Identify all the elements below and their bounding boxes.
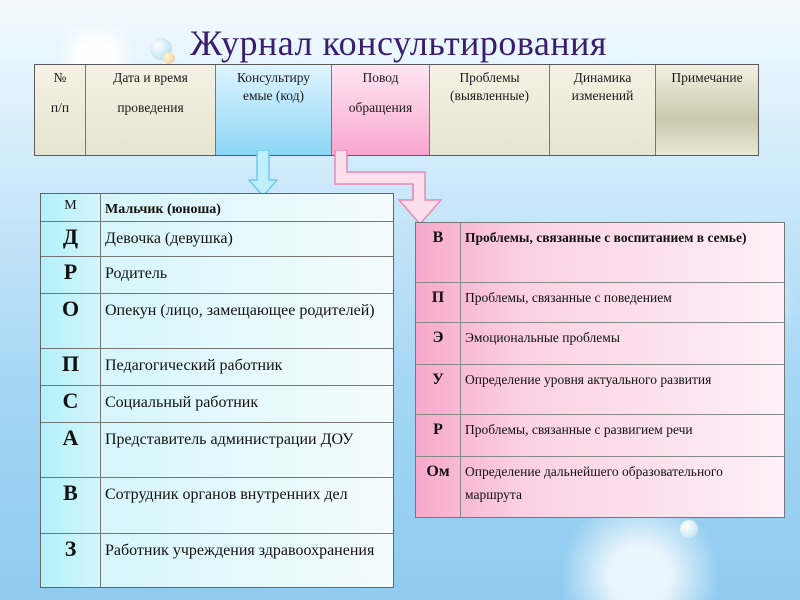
consultee-label: Девочка (девушка) (105, 230, 233, 247)
table-row: С Социальный работник (41, 386, 393, 423)
header-col-dynamics: Динамика изменений (550, 65, 656, 155)
page-title: Журнал консультирования (190, 23, 607, 63)
table-row: Э Эмоциональные проблемы (416, 323, 784, 365)
consultee-label: Опекун (лицо, замещающее родителей) (105, 302, 375, 319)
consultee-code: З (41, 534, 101, 587)
header-col-date: Дата и время проведения (86, 65, 216, 155)
problem-label: Проблемы, связанные с развигием речи (465, 422, 693, 437)
consultee-code: В (41, 478, 101, 533)
consultee-label: Представитель администрации ДОУ (105, 431, 354, 448)
journal-header-table: № п/п Дата и время проведения Консультир… (34, 64, 759, 156)
problem-label: Эмоциональные проблемы (465, 330, 620, 345)
problem-code: В (416, 223, 461, 282)
problem-label: Проблемы, связанные с воспитанием в семь… (465, 230, 747, 245)
consultee-label: Мальчик (юноша) (105, 202, 221, 217)
header-col-consultee: Консультиру емые (код) (216, 65, 332, 155)
problem-codes-table: В Проблемы, связанные с воспитанием в се… (415, 222, 785, 518)
consultee-code: С (41, 386, 101, 422)
header-col-cause: Повод обращения (332, 65, 430, 155)
problem-code: Э (416, 323, 461, 364)
table-row: П Педагогический работник (41, 349, 393, 386)
table-row: З Работник учреждения здравоохранения (41, 534, 393, 587)
table-row: М Мальчик (юноша) (41, 194, 393, 222)
consultee-code: А (41, 423, 101, 477)
consultee-label: Родитель (105, 265, 168, 282)
header-col-number: № п/п (35, 65, 86, 155)
decorative-bubble (163, 52, 175, 64)
table-row: Р Проблемы, связанные с развигием речи (416, 415, 784, 457)
consultee-code: П (41, 349, 101, 385)
table-row: А Представитель администрации ДОУ (41, 423, 393, 478)
consultee-code: О (41, 294, 101, 348)
consultee-code: М (41, 194, 101, 221)
consultee-label: Работник учреждения здравоохранения (105, 542, 375, 559)
consultee-codes-table: М Мальчик (юноша) Д Девочка (девушка) Р … (40, 193, 394, 588)
problem-code: Р (416, 415, 461, 456)
decorative-bubble (680, 520, 698, 538)
consultee-code: Р (41, 257, 101, 293)
table-row: Р Родитель (41, 257, 393, 294)
table-row: В Сотрудник органов внутренних дел (41, 478, 393, 534)
header-col-note: Примечание (656, 65, 758, 155)
table-row: Ом Определение дальнейшего образовательн… (416, 457, 784, 517)
problem-code: Ом (416, 457, 461, 517)
arrow-down-icon (247, 150, 279, 198)
table-row: О Опекун (лицо, замещающее родителей) (41, 294, 393, 349)
consultee-label: Социальный работник (105, 394, 259, 411)
header-col-problems: Проблемы (выявленные) (430, 65, 550, 155)
table-row: В Проблемы, связанные с воспитанием в се… (416, 223, 784, 283)
table-row: У Определение уровня актуального развити… (416, 365, 784, 415)
problem-label: Определение уровня актуального развития (465, 372, 712, 387)
table-row: П Проблемы, связанные с поведением (416, 283, 784, 323)
problem-label: Проблемы, связанные с поведением (465, 290, 672, 305)
table-row: Д Девочка (девушка) (41, 222, 393, 257)
consultee-label: Педагогический работник (105, 357, 283, 374)
problem-label: Определение дальнейшего образовательного… (465, 464, 723, 502)
consultee-label: Сотрудник органов внутренних дел (105, 486, 348, 503)
consultee-code: Д (41, 222, 101, 256)
arrow-bend-down-icon (334, 150, 443, 226)
problem-code: П (416, 283, 461, 322)
problem-code: У (416, 365, 461, 414)
